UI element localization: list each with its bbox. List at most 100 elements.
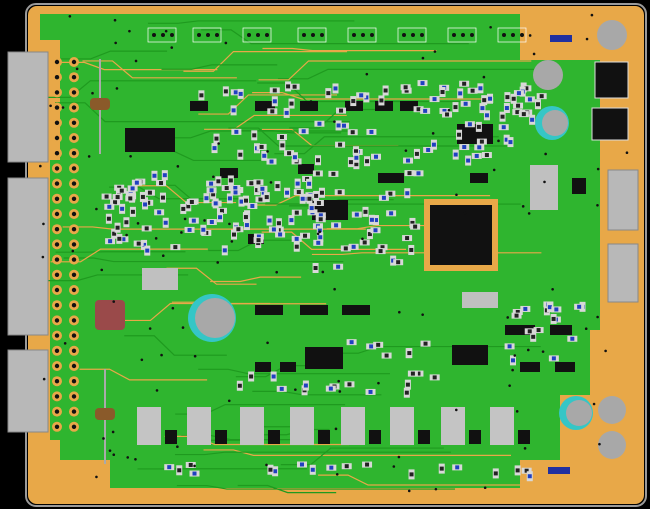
transistor (268, 430, 280, 444)
via (61, 106, 65, 109)
smd-body (136, 241, 141, 246)
smd-body (231, 108, 236, 113)
smd-body (341, 123, 346, 128)
via (433, 50, 437, 53)
trace (201, 29, 469, 45)
ground-pour (40, 14, 600, 488)
smd-body (539, 94, 544, 99)
trace (55, 102, 350, 123)
smd-body (287, 151, 292, 156)
smd-body (381, 195, 386, 200)
smd-body (280, 143, 285, 148)
header-hole (54, 75, 60, 80)
smd-body (389, 211, 394, 216)
smd-body (316, 158, 321, 163)
smd-body (209, 220, 214, 225)
via (100, 268, 104, 272)
smd-body (285, 190, 290, 195)
via (604, 349, 607, 353)
smd-body (378, 249, 383, 254)
pad (206, 33, 210, 37)
ic-chip (125, 128, 175, 152)
smd-body (268, 467, 273, 472)
smd-body (209, 188, 214, 193)
smd-body (505, 95, 510, 100)
via (392, 465, 396, 468)
via (506, 316, 510, 319)
smd-body (453, 152, 458, 157)
via (112, 453, 116, 457)
via (508, 384, 511, 387)
via (63, 342, 67, 345)
header-hole (71, 181, 77, 186)
via (87, 155, 91, 158)
smd-body (272, 99, 277, 104)
via (596, 203, 599, 207)
smd-body (319, 190, 324, 195)
pad (311, 33, 315, 37)
header-hole (71, 363, 77, 369)
smd-body (379, 98, 384, 103)
via (224, 41, 228, 45)
regulator (142, 268, 178, 290)
via (114, 41, 117, 45)
silk-outline (192, 27, 222, 43)
pad (420, 33, 424, 37)
via (454, 408, 458, 412)
smd-body (115, 225, 120, 230)
header-hole (54, 333, 60, 338)
smd-body (307, 181, 312, 186)
via (217, 142, 220, 145)
ic-chip (255, 362, 271, 372)
via (590, 13, 594, 17)
smd-body (407, 171, 412, 176)
trace (174, 451, 451, 456)
smd-body (432, 375, 437, 380)
via (111, 430, 115, 434)
edge-connector (7, 51, 49, 163)
smd-body (303, 233, 308, 238)
header-hole (71, 135, 77, 141)
smd-body (301, 129, 306, 134)
via (337, 379, 340, 383)
smd-body (142, 242, 147, 247)
silk-outline (147, 27, 177, 43)
smd-body (276, 221, 281, 226)
via (489, 25, 492, 29)
smd-body (405, 191, 410, 196)
ic-chip (300, 101, 318, 111)
smd-body (414, 151, 419, 156)
edge-connector (607, 243, 639, 303)
smd-body (278, 232, 283, 237)
smd-body (515, 309, 520, 314)
smd-body (299, 462, 304, 467)
smd-body (423, 341, 428, 346)
via (365, 72, 369, 76)
header-hole (71, 105, 77, 110)
smd-body (255, 188, 260, 193)
smd-body (527, 97, 532, 102)
header-hole (71, 90, 77, 95)
smd-body (267, 218, 272, 223)
trace (228, 127, 511, 147)
smd-body (405, 236, 410, 241)
smd-body (405, 382, 410, 387)
smd-body (261, 190, 266, 195)
capacitor (533, 60, 563, 90)
header-hole (54, 227, 60, 232)
smd-body (237, 383, 242, 388)
smd-body (310, 467, 315, 472)
smd-body (344, 464, 349, 469)
smd-body (289, 101, 294, 106)
smd-body (292, 155, 297, 160)
smd-body (347, 382, 352, 387)
header-hole (54, 196, 60, 201)
smd-body (275, 184, 280, 189)
led (550, 35, 572, 42)
via (228, 222, 231, 226)
pad (152, 33, 156, 37)
smd-body (432, 97, 437, 102)
via (515, 410, 519, 413)
smd-body (213, 201, 218, 206)
smd-body (211, 192, 216, 197)
